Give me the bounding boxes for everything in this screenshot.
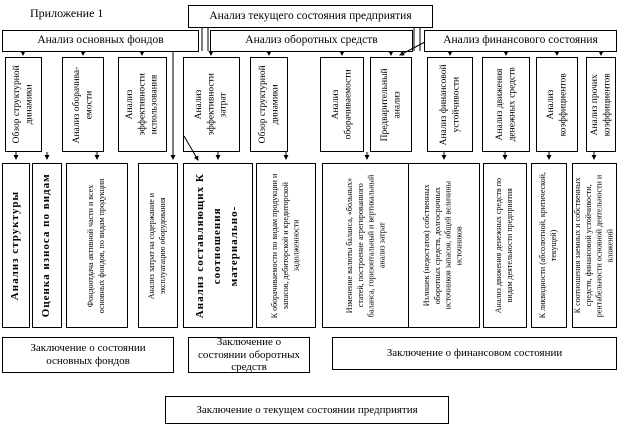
box-structure-dynamics-overview: Обзор структурной динамики (5, 57, 42, 152)
box-structure-dynamics-overview-wc: Обзор структурной динамики (250, 57, 288, 152)
box-financial-stability-analysis: Анализ финансовой устойчивости (427, 57, 473, 152)
root-title: Анализ текущего состояния предприятия (209, 9, 412, 22)
section-header-financial-state: Анализ финансового состояния (424, 30, 617, 52)
box-cash-flow-analysis: Анализ движения денежных средств (482, 57, 530, 152)
box-coefficients-analysis: Анализ коэффициентов (536, 57, 578, 152)
box-preliminary-analysis: Предварительный анализ (370, 57, 412, 152)
appendix-label: Приложение 1 (30, 6, 104, 20)
root-box: Анализ текущего состояния предприятия (188, 5, 433, 28)
box-liquidity-ratios: К ликвидности (абсолютной, критической, … (531, 163, 567, 328)
box-k-turnover-by-product: К оборачиваемости по видам продукции и з… (256, 163, 316, 328)
box-efficiency-of-use-analysis: Анализ эффективности использования (118, 57, 167, 152)
box-k-components-analysis: Анализ составляющих К соотношения матери… (183, 163, 253, 328)
conclusion-enterprise: Заключение о текущем состоянии предприят… (165, 396, 449, 424)
section-header-label: Анализ оборотных средств (245, 34, 378, 47)
box-turnover-analysis-fa: Анализ оборачива-емости (62, 57, 104, 152)
conclusion-financial-state: Заключение о финансовом состоянии (332, 337, 617, 370)
box-other-coefficients-analysis: Анализ прочих коэффициентов (586, 57, 616, 152)
box-balance-currency-changes: Изменение валюты баланса, «больных» стат… (322, 163, 412, 328)
box-maintenance-costs-analysis: Анализ затрат на содержание и эксплуатац… (138, 163, 178, 328)
section-header-label: Анализ основных фондов (37, 34, 164, 47)
box-debt-equity-ratios: К соотношения заемных и собственных сред… (572, 163, 617, 328)
box-cost-efficiency-analysis: Анализ эффективности затрат (183, 57, 240, 152)
box-turnover-analysis-wc: Анализ оборачиваемости (320, 57, 364, 152)
conclusion-working-capital: Заключение о состоянии оборотных средств (188, 336, 310, 373)
section-header-working-capital: Анализ оборотных средств (210, 30, 413, 52)
conclusion-fixed-assets: Заключение о состоянии основных фондов (2, 337, 174, 373)
box-wear-assessment-by-type: Оценка износа по видам (32, 163, 62, 328)
section-header-fixed-assets: Анализ основных фондов (2, 30, 199, 52)
box-cash-flow-by-activity: Анализ движения денежных средств по вида… (483, 163, 527, 328)
box-own-working-capital-surplus: Излишек (недостаток) собственных оборотн… (408, 163, 480, 328)
box-structure-analysis: Анализ структуры (2, 163, 30, 328)
box-capital-productivity: Фондоотдача активной части и всех основн… (66, 163, 128, 328)
section-header-label: Анализ финансового состояния (443, 34, 598, 47)
